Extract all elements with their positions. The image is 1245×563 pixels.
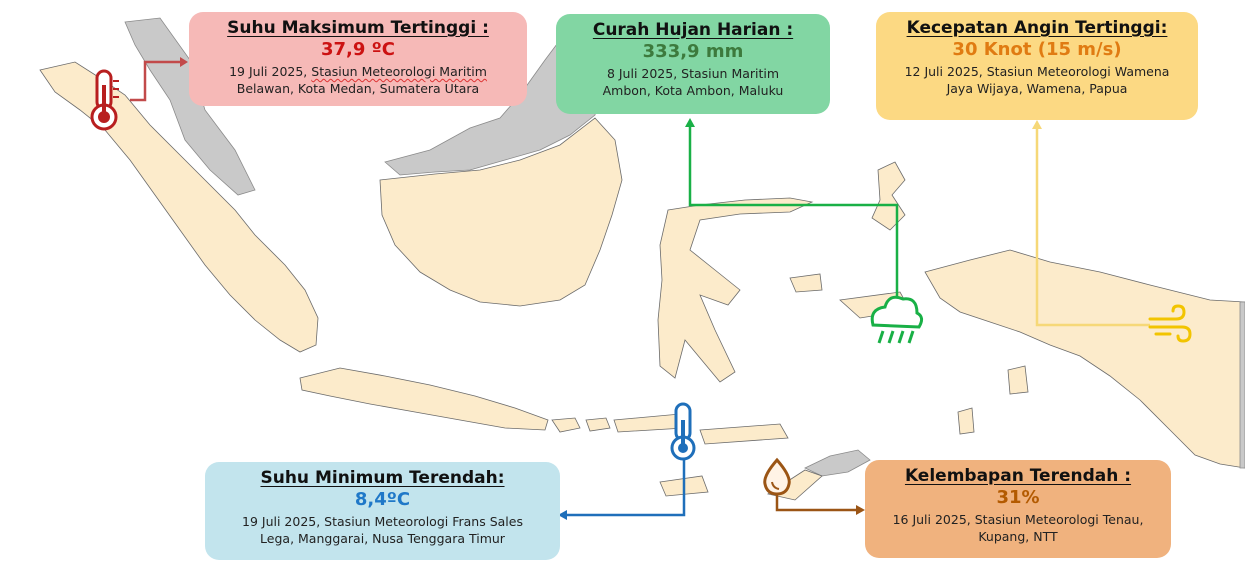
halmahera-island <box>871 161 906 231</box>
lombok-island <box>585 417 611 432</box>
wind-card: Kecepatan Angin Tertinggi: 30 Knot (15 m… <box>876 12 1198 120</box>
min-temp-line2: Lega, Manggarai, Nusa Tenggara Timur <box>260 531 505 546</box>
max-temp-connector <box>130 60 183 102</box>
rain-value: 333,9 mm <box>642 41 744 62</box>
min-temp-value: 8,4ºC <box>354 489 411 510</box>
rain-line1: 8 Juli 2025, Stasiun Maritim <box>606 66 780 81</box>
max-temp-desc: 19 Juli 2025, Stasiun Meteorologi Mariti… <box>199 63 517 97</box>
bali-island <box>551 417 581 433</box>
min-temp-desc: 19 Juli 2025, Stasiun Meteorologi Frans … <box>215 513 550 547</box>
water-drop-icon <box>763 457 791 496</box>
sumbawa-island <box>613 413 685 433</box>
max-temp-title: Suhu Maksimum Tertinggi : <box>227 18 489 38</box>
png-border <box>1239 301 1245 469</box>
storm-cloud-icon <box>870 295 924 344</box>
kalimantan-island <box>379 117 623 307</box>
humidity-arrowhead <box>856 505 865 515</box>
humidity-desc: 16 Juli 2025, Stasiun Meteorologi Tenau,… <box>875 511 1161 545</box>
min-temp-connector <box>565 455 686 517</box>
rain-connector <box>688 125 899 300</box>
max-temp-station-line1: Stasiun Meteorologi Maritim <box>311 64 487 79</box>
rain-arrowhead <box>685 118 695 127</box>
max-temp-value: 37,9 ºC <box>320 39 396 60</box>
rain-title: Curah Hujan Harian : <box>592 20 794 40</box>
wind-connector <box>1035 128 1150 327</box>
rain-desc: 8 Juli 2025, Stasiun Maritim Ambon, Kota… <box>566 65 820 99</box>
tanimbar-island <box>957 407 975 435</box>
max-temp-date: 19 Juli 2025, <box>229 64 308 79</box>
papua-island <box>924 249 1245 469</box>
humidity-connector <box>775 495 858 512</box>
humidity-title: Kelembapan Terendah : <box>904 466 1132 486</box>
wind-line2: Jaya Wijaya, Wamena, Papua <box>946 81 1128 96</box>
wind-arrowhead <box>1032 120 1042 129</box>
min-temp-title: Suhu Minimum Terendah: <box>260 468 505 488</box>
sulawesi-island <box>657 197 814 383</box>
thermometer-cold-icon <box>670 402 696 461</box>
wind-line1: 12 Juli 2025, Stasiun Meteorologi Wamena <box>904 64 1170 79</box>
min-temp-line1: 19 Juli 2025, Stasiun Meteorologi Frans … <box>242 514 523 529</box>
java-island <box>299 367 549 431</box>
humidity-line2: Kupang, NTT <box>978 529 1058 544</box>
humidity-card: Kelembapan Terendah : 31% 16 Juli 2025, … <box>865 460 1171 558</box>
timor-leste <box>804 449 871 477</box>
wind-value: 30 Knot (15 m/s) <box>952 39 1122 60</box>
aru-island <box>1007 365 1029 395</box>
rain-line2: Ambon, Kota Ambon, Maluku <box>602 83 784 98</box>
max-temp-station-line2: Belawan, Kota Medan, Sumatera Utara <box>236 81 480 96</box>
max-temp-card: Suhu Maksimum Tertinggi : 37,9 ºC 19 Jul… <box>189 12 527 106</box>
wind-title: Kecepatan Angin Tertinggi: <box>906 18 1168 38</box>
min-temp-arrowhead <box>558 510 567 520</box>
buru-island <box>789 273 823 293</box>
humidity-line1: 16 Juli 2025, Stasiun Meteorologi Tenau, <box>892 512 1144 527</box>
wind-desc: 12 Juli 2025, Stasiun Meteorologi Wamena… <box>886 63 1188 97</box>
thermometer-hot-icon <box>90 69 119 131</box>
flores-island <box>699 423 789 445</box>
wind-icon <box>1148 304 1192 343</box>
sumatra-island <box>39 61 319 353</box>
max-temp-arrowhead <box>180 57 188 67</box>
humidity-value: 31% <box>996 487 1040 508</box>
min-temp-card: Suhu Minimum Terendah: 8,4ºC 19 Juli 202… <box>205 462 560 560</box>
rain-card: Curah Hujan Harian : 333,9 mm 8 Juli 202… <box>556 14 830 114</box>
